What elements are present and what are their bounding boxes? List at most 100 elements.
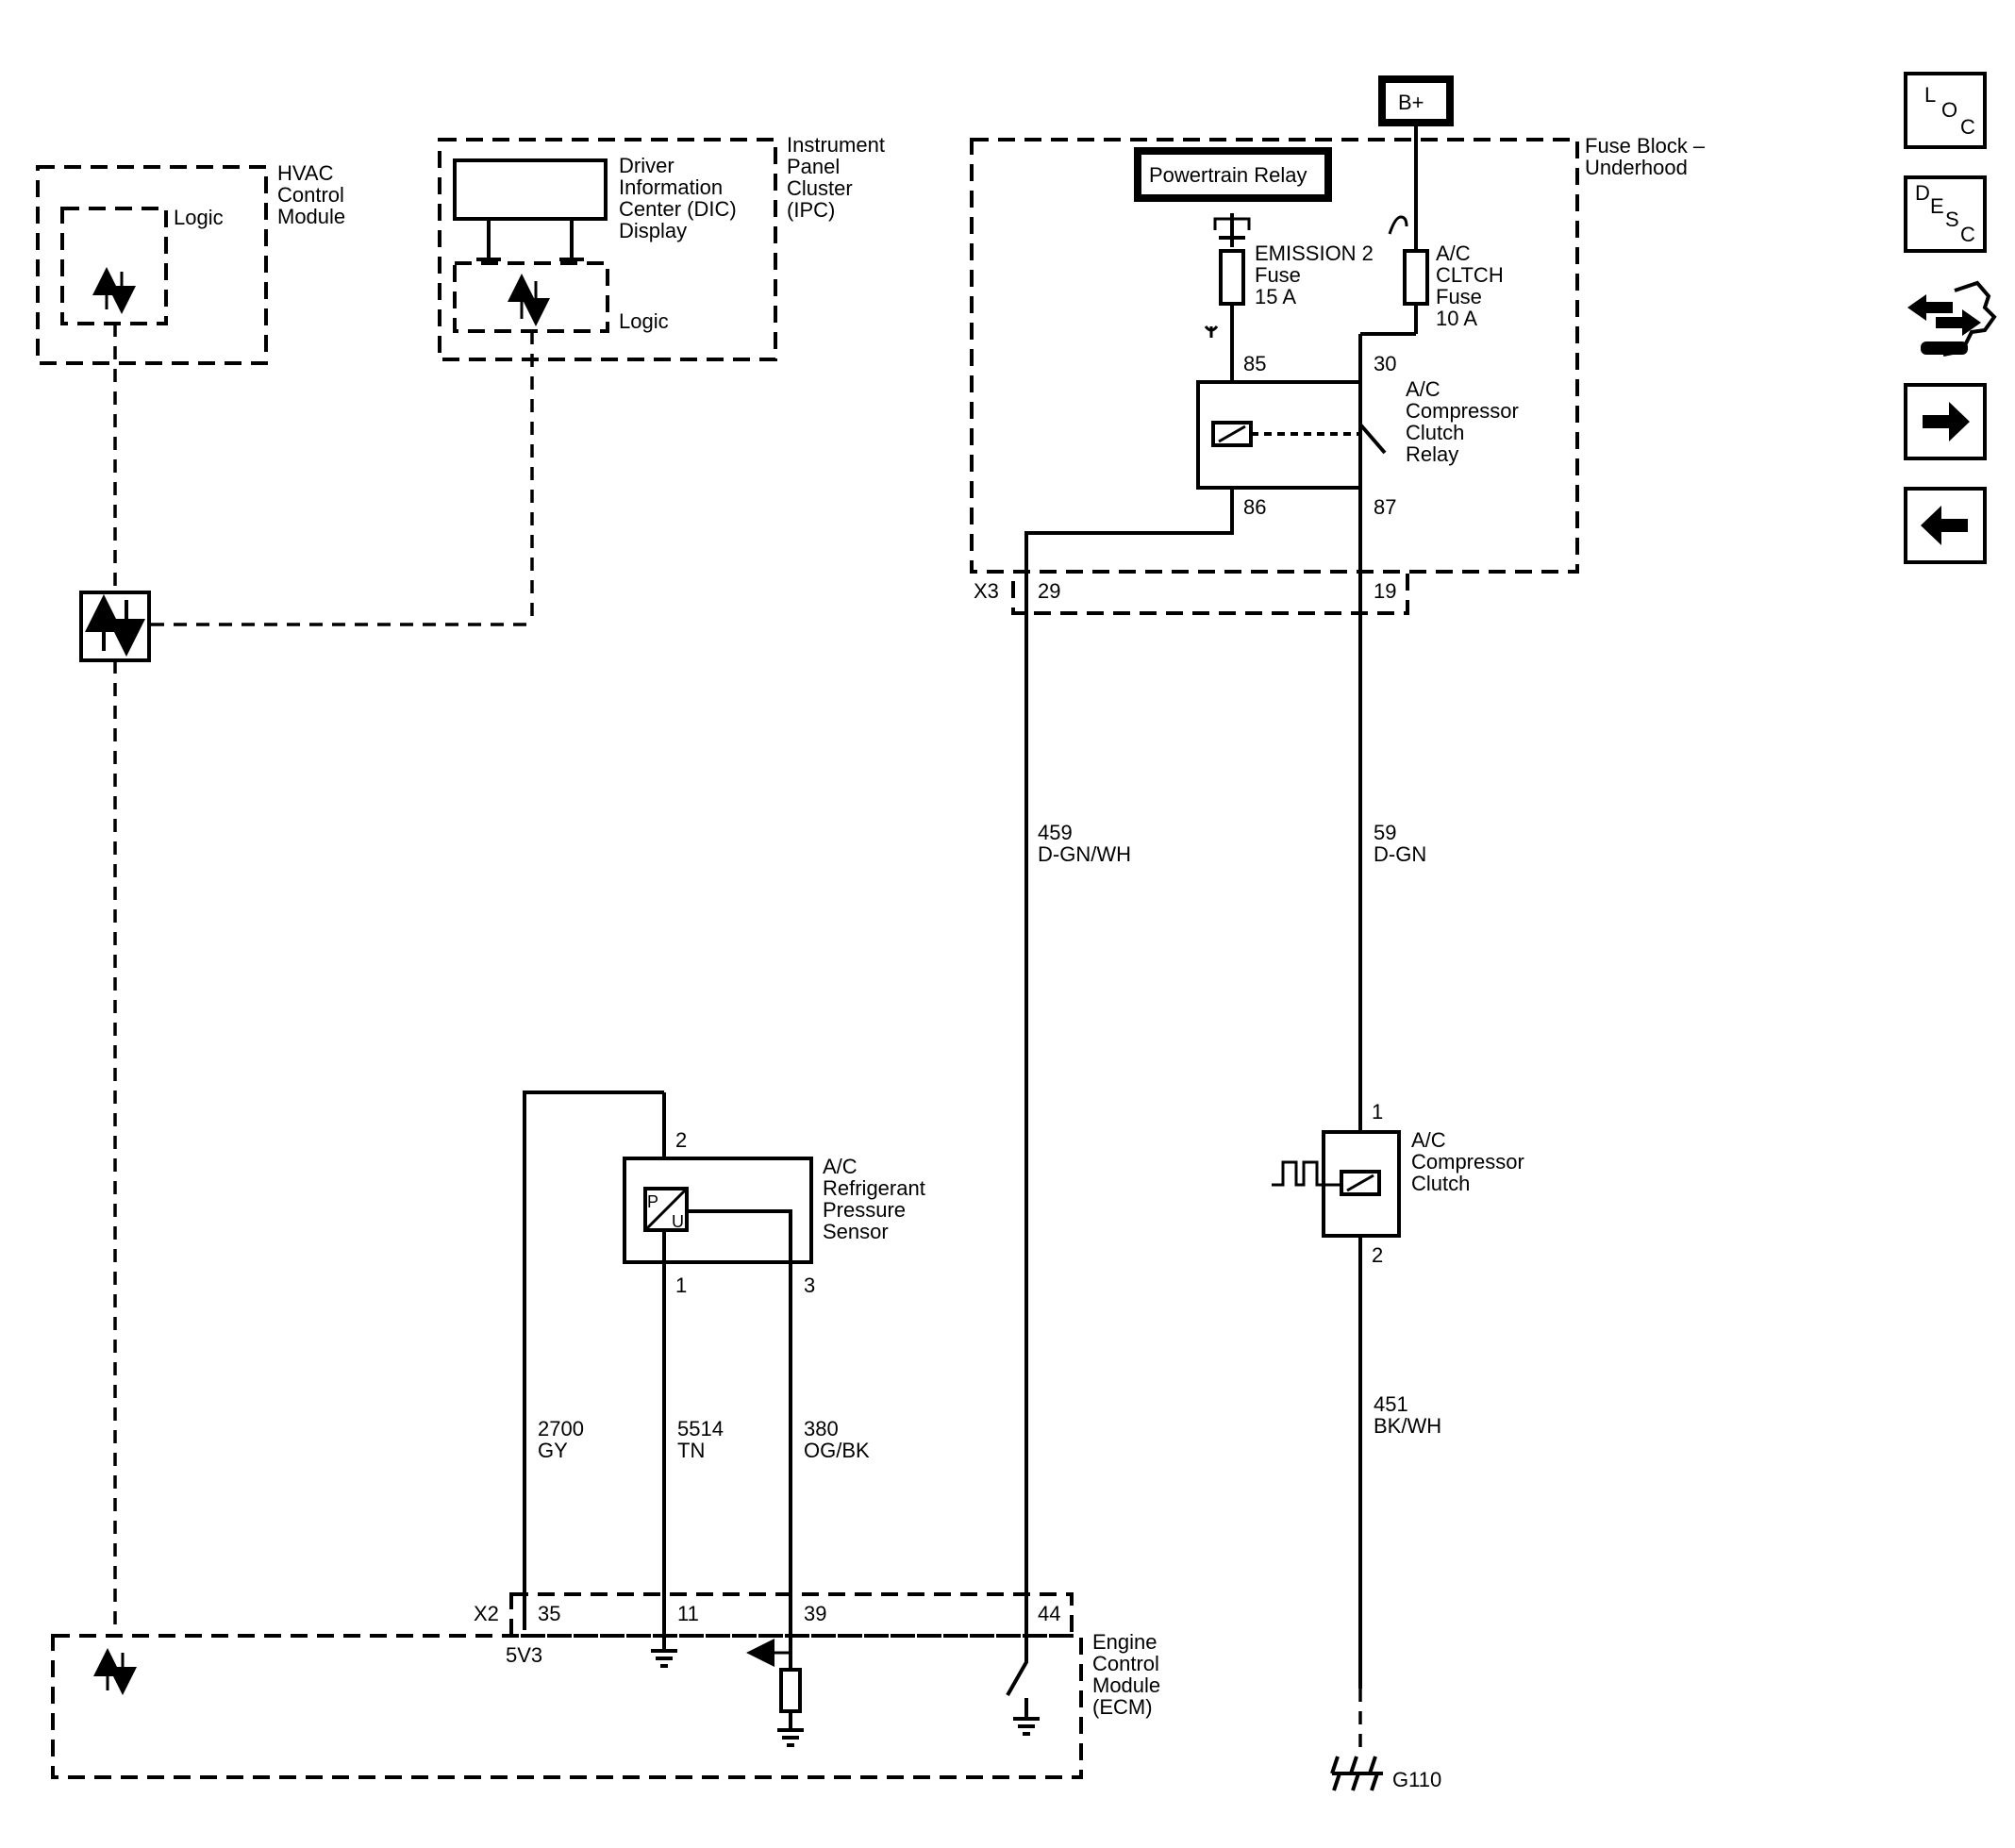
wire-459-circuit: 459 — [1038, 821, 1073, 844]
hvac-control-module: Logic HVAC Control Module — [36, 161, 345, 365]
wire-451-color: BK/WH — [1374, 1414, 1441, 1438]
ipc-label-2: Panel — [787, 155, 840, 178]
ipc-serial-data-icon — [508, 274, 550, 326]
relay-label-2: Compressor — [1406, 399, 1519, 423]
dic-label-3: Center (DIC) — [619, 197, 737, 221]
sensor-label-1: A/C — [823, 1155, 858, 1178]
dic-label-2: Information — [619, 175, 723, 199]
emission-fuse-label-2: Fuse — [1255, 263, 1301, 287]
sensor-symbol-u: U — [672, 1212, 684, 1231]
ground-g110: G110 — [1330, 1756, 1441, 1791]
sensor-symbol-p: P — [647, 1192, 658, 1211]
relay-label-4: Relay — [1406, 442, 1458, 466]
wire-2700-circuit: 2700 — [538, 1417, 584, 1440]
loc-letter-l: L — [1924, 83, 1936, 107]
ecm-label-4: (ECM) — [1092, 1695, 1153, 1719]
clutch-fuse-label-1: A/C — [1436, 241, 1471, 265]
ipc-label-1: Instrument — [787, 133, 885, 157]
hvac-label-2: Control — [277, 183, 344, 207]
loc-letter-c: C — [1960, 115, 1975, 139]
x2-pin-44: 44 — [1038, 1602, 1060, 1625]
serial-data-splice — [79, 591, 151, 662]
wire-459-color: D-GN/WH — [1038, 842, 1131, 866]
x2-label: X2 — [474, 1602, 499, 1625]
relay-pin-30: 30 — [1374, 352, 1396, 375]
x3-pin-19: 19 — [1374, 579, 1396, 603]
wire-59-circuit: 59 — [1374, 821, 1396, 844]
hvac-logic-label: Logic — [174, 206, 224, 229]
x2-pin-35: 35 — [538, 1602, 560, 1625]
clutch-pin-1: 1 — [1372, 1100, 1383, 1124]
wire-451-circuit: 451 — [1374, 1392, 1408, 1416]
emission-fuse-label-3: 15 A — [1255, 285, 1296, 308]
sensor-pin-2: 2 — [675, 1128, 687, 1152]
arrow-left-icon — [1921, 506, 1968, 545]
relay-pin-86: 86 — [1243, 495, 1266, 519]
ecm-ground-11 — [651, 1649, 677, 1668]
arrow-right-button[interactable] — [1904, 383, 1987, 460]
engine-control-module: X2 35 11 39 44 5V3 Engine Control Module… — [51, 1592, 1160, 1779]
ipc-logic-label: Logic — [619, 309, 669, 333]
ac-refrigerant-pressure-sensor: P U 2 1 3 A/C Refrigerant Pressure Senso… — [623, 1128, 925, 1297]
clutch-label-1: A/C — [1411, 1128, 1446, 1152]
x2-pin-39: 39 — [804, 1602, 826, 1625]
desc-button[interactable]: D E S C — [1904, 175, 1987, 253]
hvac-label-3: Module — [277, 205, 345, 228]
clutch-fuse-label-2: CLTCH — [1436, 263, 1504, 287]
ecm-label-3: Module — [1092, 1673, 1160, 1697]
relay-pin-87: 87 — [1374, 495, 1396, 519]
ecm-low-side-driver-44 — [1013, 1698, 1040, 1736]
clutch-fuse-label-4: 10 A — [1436, 307, 1477, 330]
ground-label: G110 — [1392, 1768, 1441, 1791]
hvac-label-1: HVAC — [277, 161, 334, 185]
loc-button[interactable]: L O C — [1904, 72, 1987, 149]
sensor-pin-3: 3 — [804, 1274, 815, 1297]
battery-label: B+ — [1398, 91, 1424, 114]
ecm-label-1: Engine — [1092, 1630, 1157, 1654]
x2-pin-11: 11 — [677, 1602, 699, 1625]
clutch-pin-2: 2 — [1372, 1243, 1383, 1267]
sensor-pin-1: 1 — [675, 1274, 687, 1297]
desc-letter-c: C — [1960, 223, 1975, 246]
wire-86 — [1006, 488, 1234, 1696]
ipc-label-3: Cluster — [787, 176, 853, 200]
x3-label: X3 — [974, 579, 999, 603]
clutch-fuse-label-3: Fuse — [1436, 285, 1482, 308]
wire-380-color: OG/BK — [804, 1439, 870, 1462]
wire-380-circuit: 380 — [804, 1417, 839, 1440]
wire-2700-color: GY — [538, 1439, 568, 1462]
arrow-right-icon — [1923, 402, 1970, 441]
ecm-serial-data-icon — [93, 1648, 137, 1695]
hvac-serial-data-icon — [92, 267, 136, 314]
desc-letter-e: E — [1930, 194, 1944, 218]
ecm-pulldown-39 — [746, 1639, 804, 1747]
connector-swap-icon[interactable] — [1907, 280, 1997, 357]
ecm-label-2: Control — [1092, 1652, 1159, 1675]
fuse-block-underhood: Fuse Block – Underhood — [970, 134, 1706, 574]
emission-fuse-label-1: EMISSION 2 — [1255, 241, 1374, 265]
desc-letter-d: D — [1915, 181, 1930, 205]
sensor-label-4: Sensor — [823, 1220, 889, 1243]
relay-label-1: A/C — [1406, 377, 1440, 401]
relay-label-3: Clutch — [1406, 421, 1464, 444]
dic-label-1: Driver — [619, 154, 674, 177]
emission-2-fuse: EMISSION 2 Fuse 15 A — [1204, 213, 1374, 382]
wire-5514-circuit: 5514 — [677, 1417, 724, 1440]
serial-data-bus — [113, 324, 534, 1637]
ac-compressor-clutch-relay: 85 30 86 87 A/C Compressor Clutch Relay — [1196, 352, 1519, 519]
battery-positive: B+ — [1378, 75, 1454, 126]
arrow-left-button[interactable] — [1904, 487, 1987, 564]
x3-connector: X3 29 19 — [974, 570, 1409, 615]
fuse-block-label-2: Underhood — [1585, 156, 1688, 179]
x3-pin-29: 29 — [1038, 579, 1060, 603]
relay-pin-85: 85 — [1243, 352, 1266, 375]
ipc-label-4: (IPC) — [787, 198, 835, 222]
powertrain-relay-label: Powertrain Relay — [1149, 163, 1307, 187]
dic-label-4: Display — [619, 219, 687, 242]
wire-5514-color: TN — [677, 1439, 705, 1462]
desc-letter-s: S — [1945, 208, 1959, 231]
clutch-label-3: Clutch — [1411, 1172, 1470, 1195]
powertrain-relay-source: Powertrain Relay — [1134, 147, 1332, 202]
loc-letter-o: O — [1941, 98, 1957, 122]
ecm-ref-label: 5V3 — [506, 1643, 542, 1667]
